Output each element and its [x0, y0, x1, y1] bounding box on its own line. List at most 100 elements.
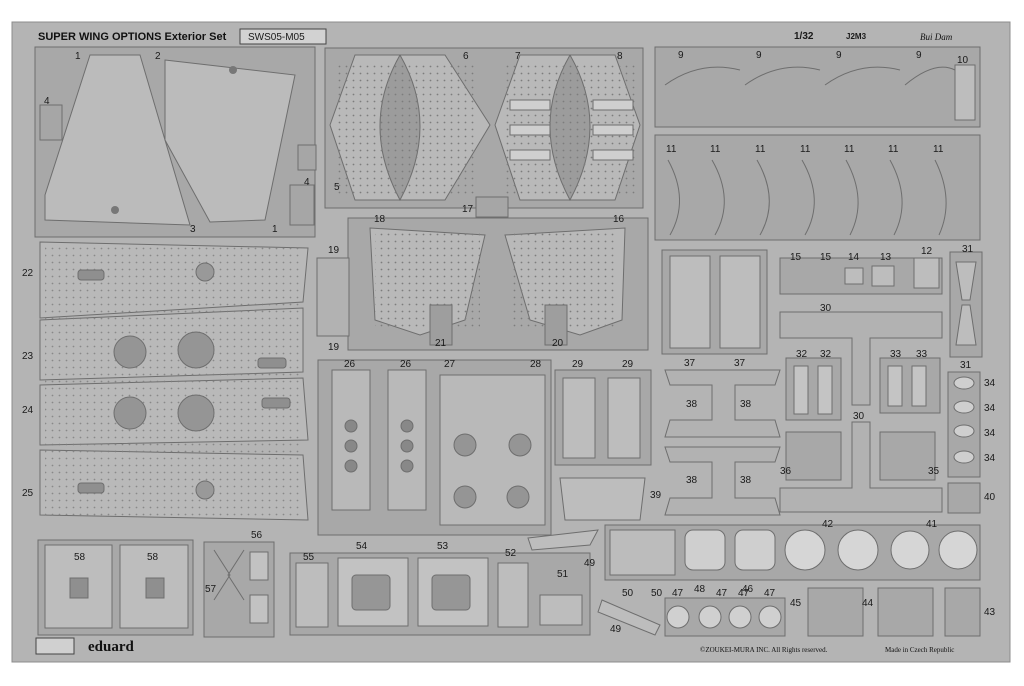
label-4: 4: [44, 96, 50, 107]
label-39: 39: [650, 490, 662, 501]
label-1: 1: [272, 224, 278, 235]
label-52: 52: [505, 548, 517, 559]
part-group-58: [37, 539, 194, 636]
label-7: 7: [515, 51, 521, 62]
label-47: 47: [738, 588, 750, 599]
part-group-26-28: [317, 359, 552, 536]
code-box: [239, 28, 327, 45]
signature: Bui Dam: [920, 32, 953, 42]
label-55: 55: [303, 552, 315, 563]
label-18: 18: [374, 214, 386, 225]
label-41: 41: [926, 519, 938, 530]
label-9: 9: [756, 50, 762, 61]
part-group-29-39: [554, 369, 652, 521]
label-38: 38: [686, 475, 698, 486]
label-8: 8: [617, 51, 623, 62]
label-16: 16: [613, 214, 625, 225]
label-31: 31: [962, 244, 974, 255]
label-30: 30: [820, 303, 832, 314]
label-27: 27: [444, 359, 456, 370]
label-43: 43: [984, 607, 996, 618]
part-group-16-21: [316, 217, 649, 351]
part-group-11: [654, 134, 981, 241]
part-group-22-25: [39, 241, 309, 521]
part-group-30: [779, 311, 943, 513]
part-labels: 1 2 1 3 4 4 5 6 7 8 9 9 9 9 10 11 11 11 …: [22, 50, 996, 635]
label-28: 28: [530, 359, 542, 370]
label-2: 2: [155, 51, 161, 62]
label-15: 15: [820, 252, 832, 263]
label-11: 11: [888, 144, 899, 155]
label-20: 20: [552, 338, 564, 349]
label-34: 34: [984, 403, 996, 414]
label-34: 34: [984, 428, 996, 439]
label-50: 50: [651, 588, 663, 599]
label-56: 56: [251, 530, 263, 541]
label-10: 10: [957, 55, 969, 66]
label-5: 5: [334, 182, 340, 193]
label-36: 36: [780, 466, 792, 477]
label-48: 48: [694, 584, 706, 595]
label-22: 22: [22, 268, 34, 279]
label-11: 11: [933, 144, 944, 155]
label-30: 30: [853, 411, 865, 422]
label-9: 9: [678, 50, 684, 61]
label-32: 32: [796, 349, 808, 360]
label-35: 35: [928, 466, 940, 477]
label-37: 37: [734, 358, 746, 369]
label-11: 11: [710, 144, 721, 155]
maker-logo: [35, 637, 75, 655]
label-24: 24: [22, 405, 34, 416]
label-11: 11: [666, 144, 677, 155]
label-49: 49: [610, 624, 622, 635]
label-34: 34: [984, 378, 996, 389]
sheet-code: SWS05-M05: [248, 32, 305, 43]
scale-label: 1/32: [794, 31, 814, 42]
label-3: 3: [190, 224, 196, 235]
product-code: J2M3: [846, 32, 867, 41]
label-13: 13: [880, 252, 892, 263]
part-group-5-8: [324, 47, 644, 209]
label-4: 4: [304, 177, 310, 188]
part-group-37-38: [664, 369, 781, 516]
brand-logo: eduard: [88, 639, 135, 655]
label-31: 31: [960, 360, 972, 371]
label-38: 38: [686, 399, 698, 410]
label-50: 50: [622, 588, 634, 599]
label-26: 26: [344, 359, 356, 370]
label-1: 1: [75, 51, 81, 62]
label-45: 45: [790, 598, 802, 609]
part-group-51-57: [203, 541, 591, 638]
label-58: 58: [147, 552, 159, 563]
label-17: 17: [462, 204, 474, 215]
part-group-12-15: [661, 249, 983, 358]
label-57: 57: [205, 584, 217, 595]
label-14: 14: [848, 252, 860, 263]
label-42: 42: [822, 519, 834, 530]
part-group-1-4: [34, 46, 317, 238]
label-40: 40: [984, 492, 996, 503]
part-group-9-10: [654, 46, 981, 128]
label-44: 44: [862, 598, 874, 609]
label-19: 19: [328, 342, 340, 353]
label-51: 51: [557, 569, 569, 580]
label-53: 53: [437, 541, 449, 552]
label-37: 37: [684, 358, 696, 369]
label-23: 23: [22, 351, 34, 362]
label-58: 58: [74, 552, 86, 563]
sheet-title: SUPER WING OPTIONS Exterior Set: [38, 31, 227, 43]
label-29: 29: [622, 359, 634, 370]
part-group-32-36: [785, 357, 981, 514]
label-47: 47: [672, 588, 684, 599]
label-6: 6: [463, 51, 469, 62]
label-46: 46: [742, 584, 754, 595]
label-26: 26: [400, 359, 412, 370]
made-in-text: Made in Czech Republic: [885, 646, 954, 654]
label-12: 12: [921, 246, 933, 257]
label-15: 15: [790, 252, 802, 263]
label-33: 33: [916, 349, 928, 360]
label-38: 38: [740, 399, 752, 410]
label-25: 25: [22, 488, 34, 499]
label-11: 11: [755, 144, 766, 155]
